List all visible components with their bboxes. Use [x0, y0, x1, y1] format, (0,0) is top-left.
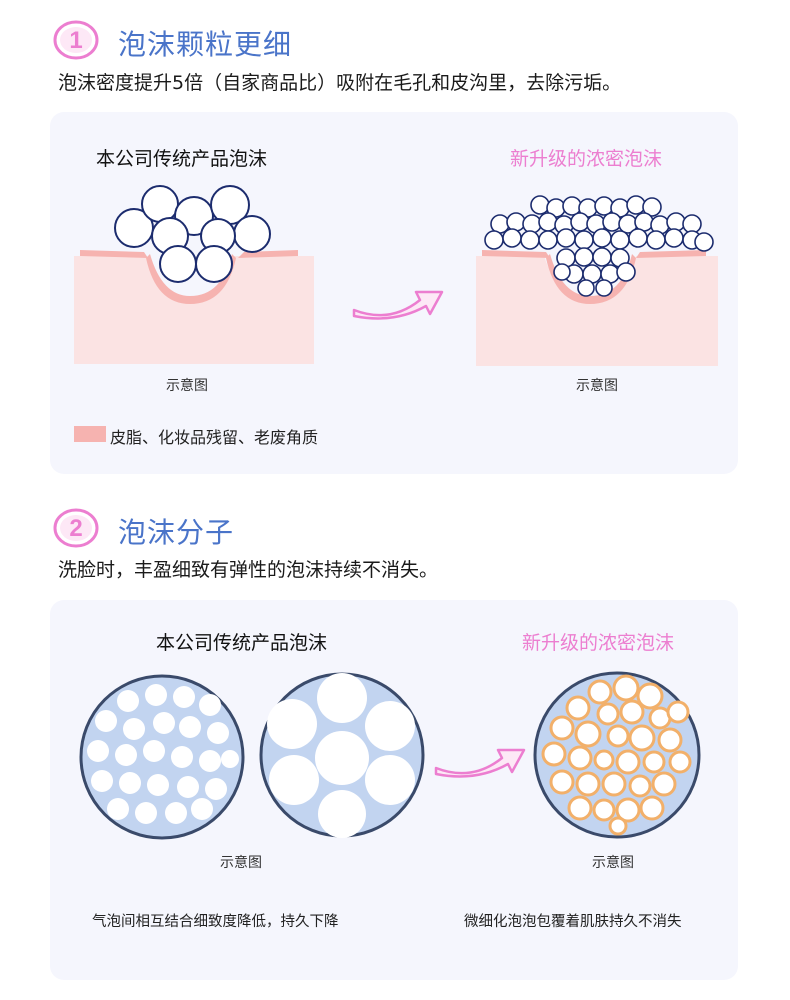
section1-old-caption: 示意图 [166, 378, 208, 394]
legend-swatch [74, 426, 106, 442]
section2-title: 泡沫分子 [118, 516, 235, 549]
section2-old-caption: 示意图 [220, 855, 262, 871]
section2-new-note: 微细化泡泡包覆着肌肤持久不消失 [464, 914, 682, 930]
section1-description: 泡沫密度提升5倍（自家商品比）吸附在毛孔和皮沟里，去除污垢。 [58, 72, 622, 94]
section1-new-bubbles [484, 195, 714, 297]
section1-old-skin-diagram [74, 185, 314, 364]
section1-new-caption: 示意图 [576, 378, 618, 394]
section2-new-caption: 示意图 [592, 855, 634, 871]
section2-old-circle-large-bubbles [259, 672, 425, 838]
section2-number-icon: 2 [53, 508, 99, 548]
section1-number: 1 [69, 27, 82, 54]
section1-legend-text: 皮脂、化妆品残留、老废角质 [110, 428, 319, 447]
section2-number: 2 [69, 515, 82, 542]
section1-old-bubbles [114, 185, 271, 283]
section1-title: 泡沫颗粒更细 [118, 28, 293, 61]
section1-number-icon: 1 [53, 20, 99, 60]
section2-arrow-icon [434, 748, 526, 778]
section2-new-label: 新升级的浓密泡沫 [522, 632, 675, 654]
section1-old-label: 本公司传统产品泡沫 [96, 148, 268, 170]
section2-old-label: 本公司传统产品泡沫 [156, 632, 328, 654]
section2-old-note: 气泡间相互结合细致度降低，持久下降 [92, 914, 339, 930]
section1-new-label: 新升级的浓密泡沫 [510, 148, 663, 170]
section2-description: 洗脸时，丰盈细致有弹性的泡沫持续不消失。 [58, 559, 439, 581]
section2-old-circle-small-bubbles [79, 674, 245, 840]
section2-new-circle-dense-bubbles [533, 671, 701, 839]
section1-new-skin-diagram [476, 195, 718, 366]
section1-arrow-icon [352, 290, 444, 320]
